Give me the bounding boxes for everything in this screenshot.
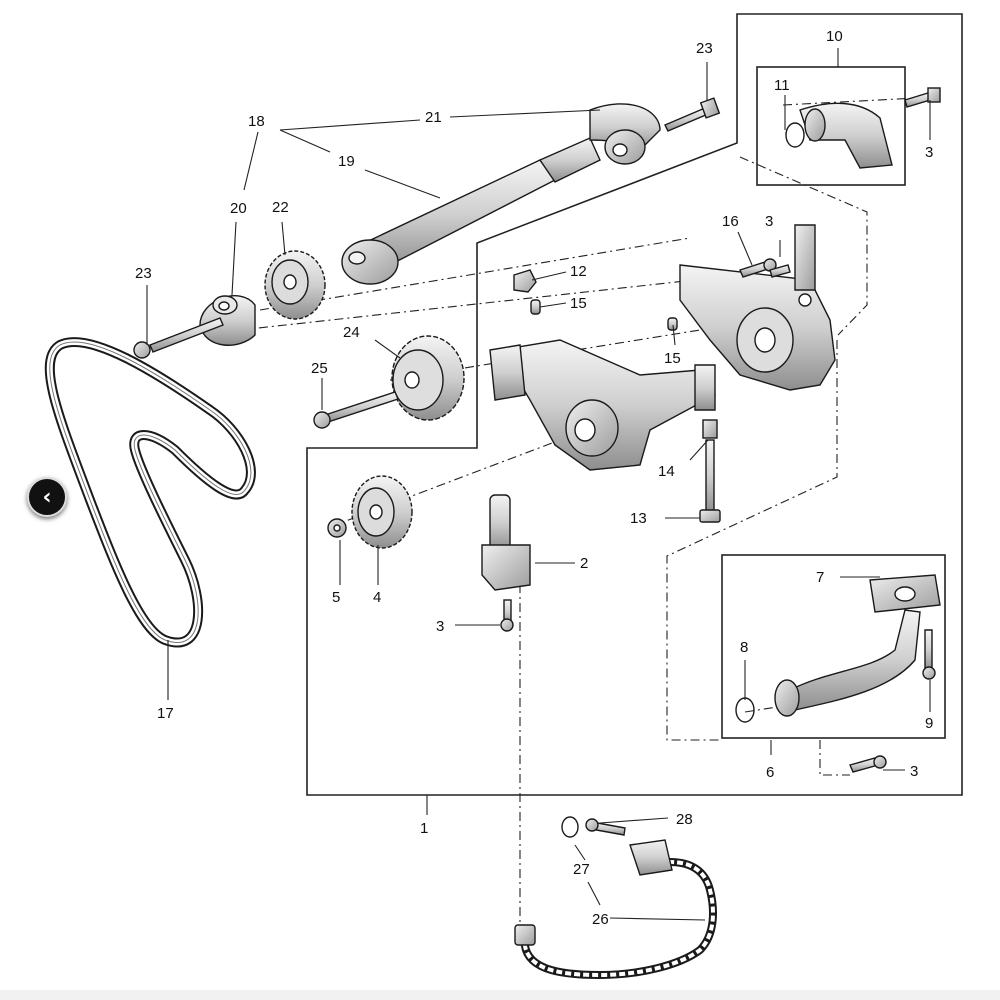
rear-housing: [679, 224, 836, 391]
bolt-25: [313, 391, 399, 429]
bottom-scroll-strip: [0, 990, 1000, 1000]
label-3-upper: 3: [765, 213, 773, 230]
label-2: 2: [580, 555, 588, 572]
nut-12: [513, 269, 537, 293]
label-7: 7: [816, 569, 824, 586]
gear-24: [391, 335, 465, 421]
spacer-14: [702, 419, 718, 439]
drive-belt: [44, 337, 256, 648]
label-23-top: 23: [696, 40, 713, 57]
label-15-b: 15: [664, 350, 681, 367]
label-15-a: 15: [570, 295, 587, 312]
label-17: 17: [157, 705, 174, 722]
label-22: 22: [272, 199, 289, 216]
label-4: 4: [373, 589, 381, 606]
label-3-lower: 3: [436, 618, 444, 635]
assembly-centerlines: [239, 97, 918, 940]
bolt-3-upper: [769, 264, 791, 278]
label-18: 18: [248, 113, 265, 130]
solenoid-2: [481, 494, 531, 591]
subassembly-box-6: [721, 554, 946, 739]
bolt-23-top: [664, 97, 721, 132]
label-20: 20: [230, 200, 247, 217]
pickup-tube-6: [735, 574, 941, 723]
nut-5: [327, 518, 347, 538]
bolt-23-left: [133, 317, 224, 359]
label-5: 5: [332, 589, 340, 606]
part-labels: 1 2 3 3 3 3 4 5 6 7 8 9 10 11 12 13 14 1…: [135, 28, 933, 928]
o-ring-27: [561, 816, 579, 838]
chevron-left-icon: ‹: [42, 484, 52, 510]
label-11: 11: [774, 77, 790, 94]
pin-15-a: [530, 299, 541, 315]
label-28: 28: [676, 811, 693, 828]
leader-lines: [146, 48, 931, 921]
label-26: 26: [592, 911, 609, 928]
label-6: 6: [766, 764, 774, 781]
pin-15-b: [667, 317, 678, 331]
label-23-left: 23: [135, 265, 152, 282]
label-27: 27: [573, 861, 590, 878]
label-8: 8: [740, 639, 748, 656]
gear-4: [351, 475, 413, 549]
assembly-frame: [306, 13, 963, 796]
label-14: 14: [658, 463, 675, 480]
label-9: 9: [925, 715, 933, 732]
back-arrow-button[interactable]: ‹: [27, 477, 67, 517]
bolt-28: [585, 818, 626, 836]
pump-body: [489, 339, 716, 471]
gear-22: [264, 250, 326, 320]
label-10: 10: [826, 28, 843, 45]
label-13: 13: [630, 510, 647, 527]
sensor-harness-26: [514, 839, 717, 980]
balance-shaft: [341, 103, 661, 285]
label-3-top-right: 3: [925, 144, 933, 161]
bolt-3-lower: [500, 599, 514, 632]
label-12: 12: [570, 263, 587, 280]
bolt-13: [699, 439, 721, 523]
bolt-16: [739, 258, 777, 278]
subassembly-box-10: [756, 66, 906, 186]
bearing-20: [199, 295, 256, 346]
label-21: 21: [425, 109, 442, 126]
label-1: 1: [420, 820, 428, 837]
label-25: 25: [311, 360, 328, 377]
label-19: 19: [338, 153, 355, 170]
pipe-10: [785, 87, 941, 169]
label-24: 24: [343, 324, 360, 341]
label-3-right: 3: [910, 763, 918, 780]
bolt-3-right: [849, 755, 887, 773]
label-16: 16: [722, 213, 739, 230]
